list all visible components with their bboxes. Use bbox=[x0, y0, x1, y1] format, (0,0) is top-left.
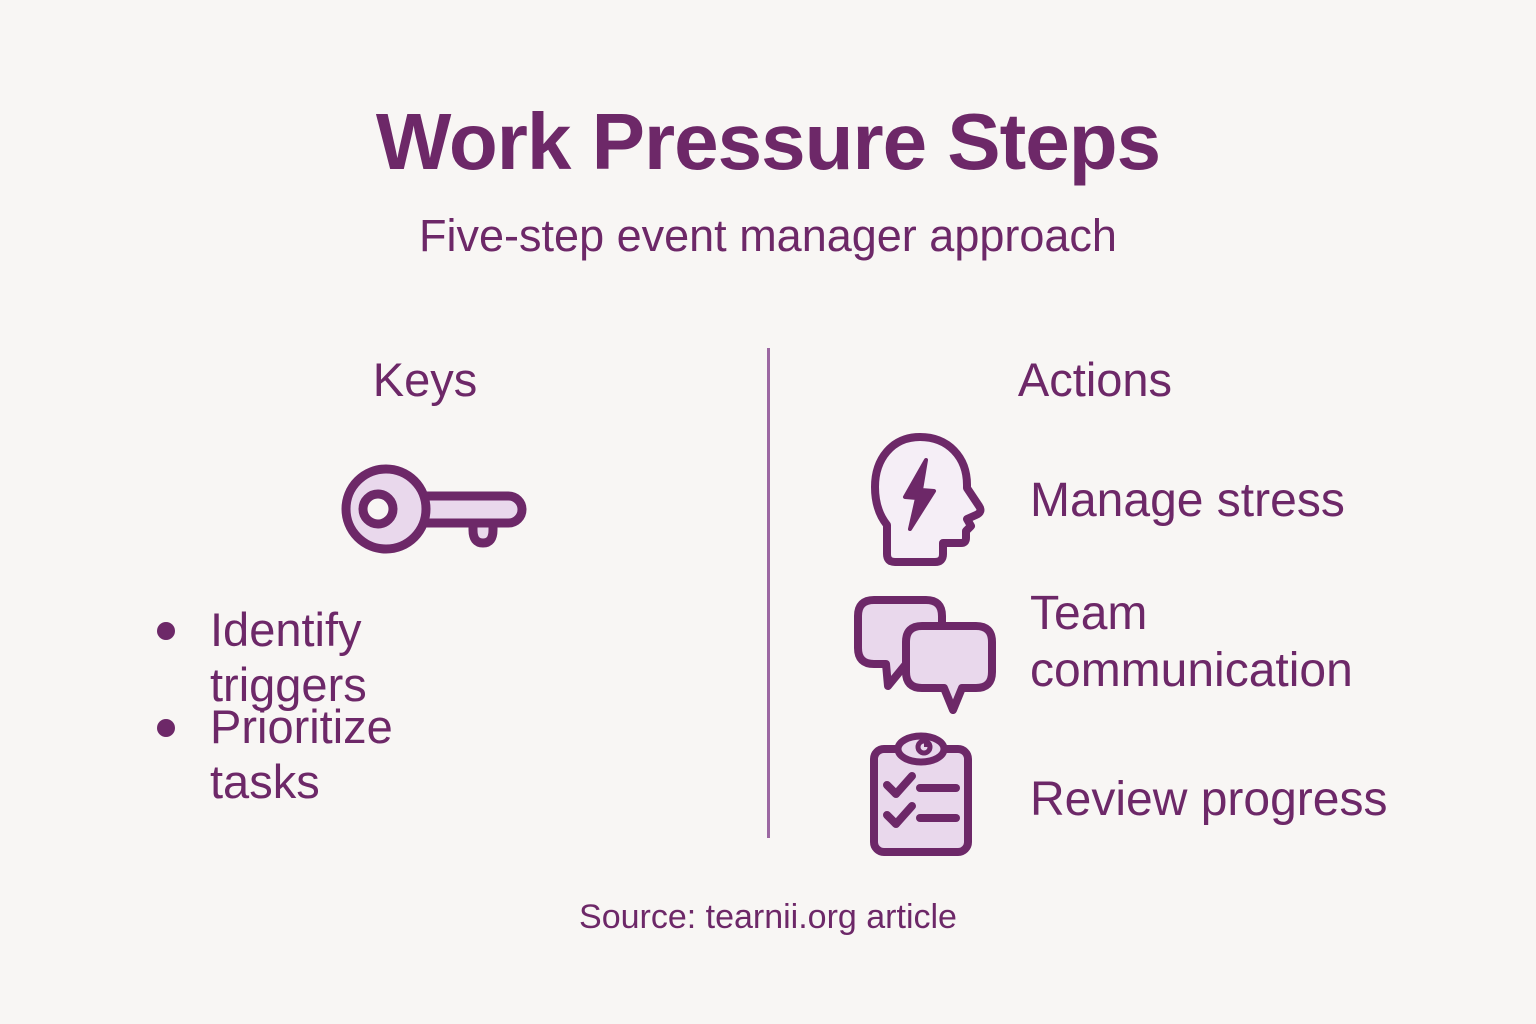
action-label-team-communication: Team communication bbox=[1030, 587, 1353, 697]
speech-bubbles-icon bbox=[854, 594, 996, 714]
action-label-manage-stress: Manage stress bbox=[1030, 474, 1345, 527]
source-attribution: Source: tearnii.org article bbox=[579, 898, 957, 936]
keys-bullet-1-label: Identify triggers bbox=[210, 603, 367, 711]
bullet-dot bbox=[157, 622, 175, 640]
action-label-review-progress: Review progress bbox=[1030, 773, 1388, 826]
column-divider bbox=[767, 348, 770, 838]
actions-heading: Actions bbox=[1017, 353, 1173, 406]
bullet-dot bbox=[157, 719, 175, 737]
keys-bullet-2-label: Prioritize tasks bbox=[210, 700, 393, 808]
page-title: Work Pressure Steps bbox=[375, 97, 1161, 186]
page-subtitle: Five-step event manager approach bbox=[419, 210, 1117, 261]
head-lightning-icon bbox=[864, 430, 988, 574]
clipboard-checklist-icon bbox=[868, 732, 974, 858]
key-icon bbox=[340, 452, 530, 567]
keys-heading: Keys bbox=[372, 353, 478, 406]
